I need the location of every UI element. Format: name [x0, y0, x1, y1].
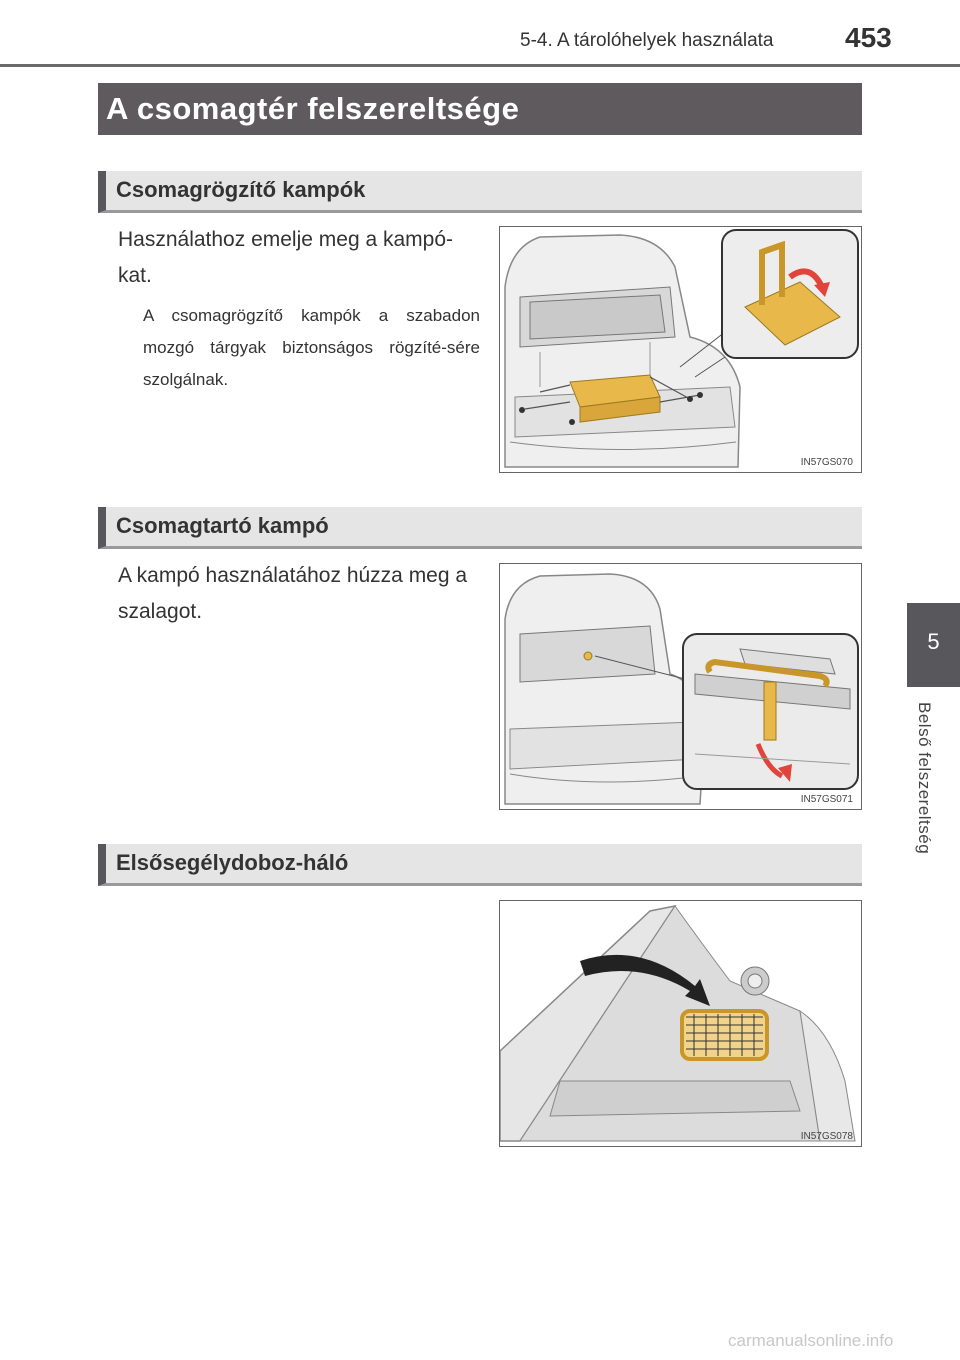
illustration-luggage-hooks: IN57GS070	[499, 226, 862, 473]
section-heading-luggage-holder: Csomagtartó kampó	[98, 507, 862, 549]
main-title: A csomagtér felszereltsége	[98, 83, 862, 135]
section-heading-luggage-hooks: Csomagrögzítő kampók	[98, 171, 862, 213]
figure-code: IN57GS078	[800, 1131, 853, 1142]
section-text-luggage-hooks: Használathoz emelje meg a kampó-kat.	[118, 228, 453, 287]
header-divider	[0, 64, 960, 67]
illustration-luggage-holder: IN57GS071	[499, 563, 862, 810]
page-number: 453	[845, 22, 892, 53]
figure-code: IN57GS071	[800, 794, 853, 805]
chapter-number: 5	[927, 629, 940, 654]
chapter-label: Belső felszereltség	[915, 702, 934, 855]
figure-code: IN57GS070	[800, 457, 853, 468]
section-heading-first-aid-net: Elsősegélydoboz-háló	[98, 844, 862, 886]
illustration-first-aid-net: IN57GS078	[499, 900, 862, 1147]
chapter-tab: 5	[907, 603, 960, 687]
watermark: carmanualsonline.info	[728, 1331, 894, 1350]
section-note-luggage-hooks: A csomagrögzítő kampók a szabadon mozgó …	[143, 306, 480, 389]
running-header-title: 5-4. A tárolóhelyek használata	[520, 30, 774, 51]
section-text-luggage-holder: A kampó használatához húzza meg a szalag…	[118, 564, 468, 623]
